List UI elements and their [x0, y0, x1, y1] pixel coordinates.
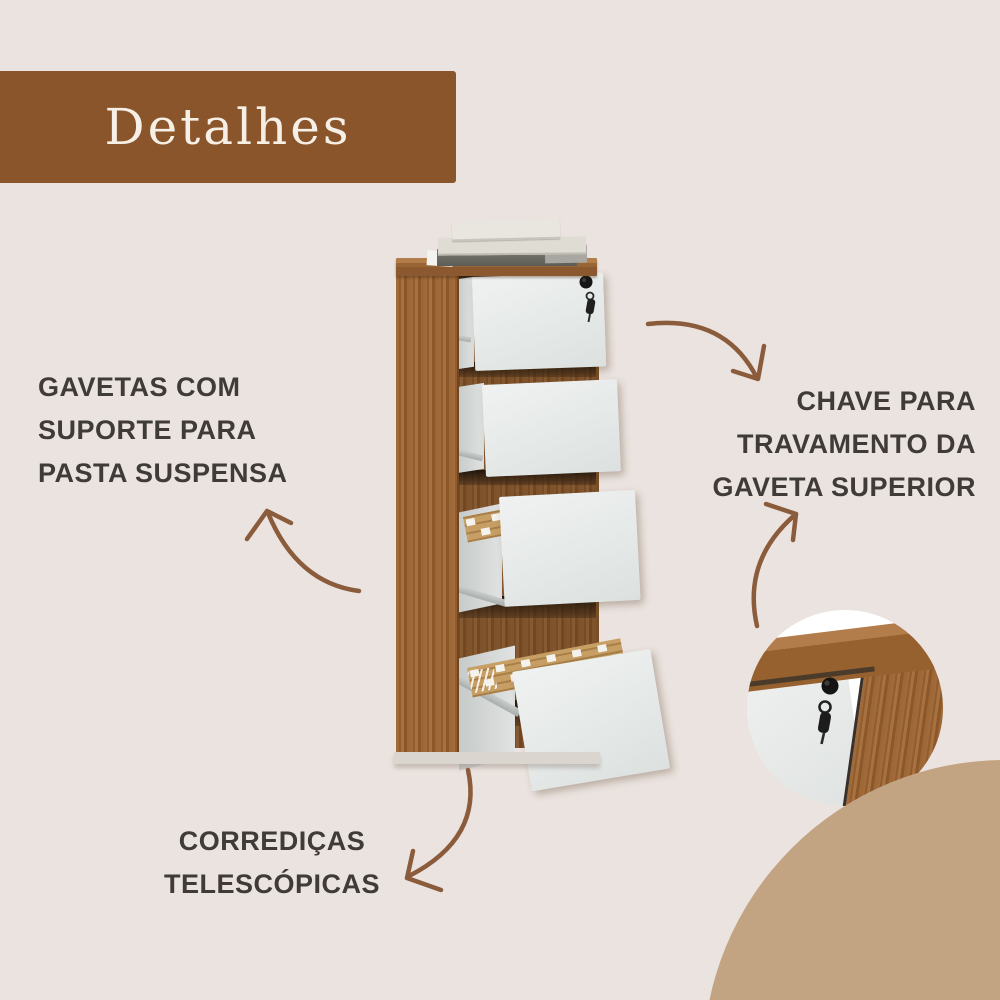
header-banner: Detalhes — [0, 71, 456, 183]
cabinet-side-panel — [396, 274, 459, 756]
callout-line: GAVETA SUPERIOR — [712, 472, 976, 502]
key-icon — [817, 700, 832, 745]
callout-line: CORREDIÇAS — [178, 826, 366, 856]
drawer-4-front — [512, 648, 671, 792]
paper-stack — [451, 219, 561, 242]
callout-hanging-file-support: GAVETAS COM SUPORTE PARA PASTA SUSPENSA — [38, 366, 358, 495]
banner-title: Detalhes — [104, 98, 352, 156]
callout-line: SUPORTE PARA — [38, 415, 257, 445]
callout-line: PASTA SUSPENSA — [38, 458, 288, 488]
drawer-2-front — [482, 379, 621, 477]
callout-line: TELESCÓPICAS — [163, 869, 381, 899]
lock-detail-zoom-circle — [747, 610, 943, 806]
cabinet-base — [394, 752, 600, 764]
drawer-1-side — [457, 276, 474, 370]
callout-top-drawer-lock: CHAVE PARA TRAVAMENTO DA GAVETA SUPERIOR — [676, 380, 976, 509]
callout-line: CHAVE PARA — [796, 386, 976, 416]
drawer-3-front — [499, 489, 641, 607]
callout-line: TRAVAMENTO DA — [737, 429, 976, 459]
key-icon — [585, 291, 596, 323]
lock-icon — [579, 275, 596, 323]
lock-icon — [817, 677, 839, 745]
callout-line: GAVETAS COM — [38, 372, 241, 402]
callout-telescopic-slides: CORREDIÇAS TELESCÓPICAS — [122, 820, 422, 906]
